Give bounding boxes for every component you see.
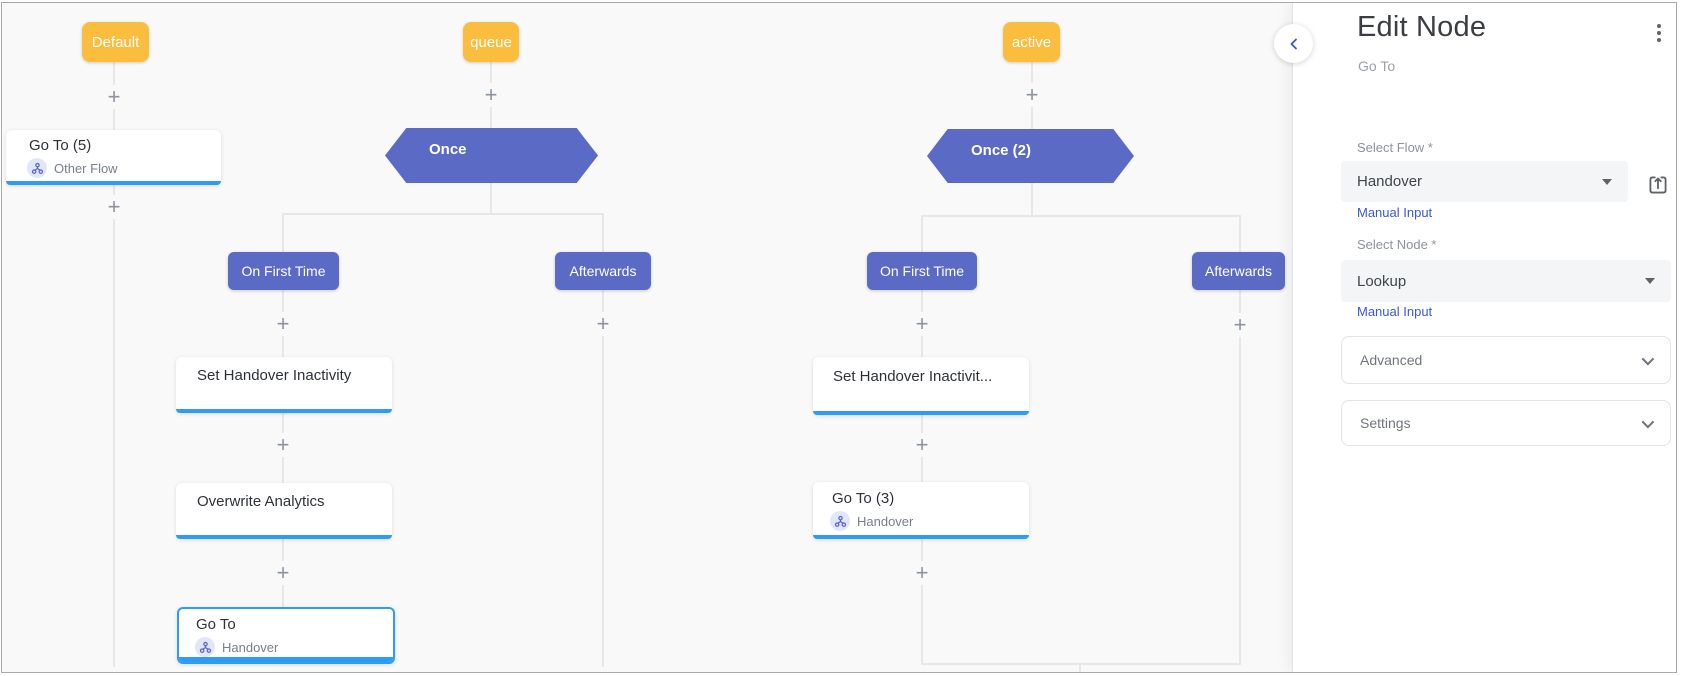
select-flow-dropdown[interactable]: Handover [1341, 161, 1628, 202]
flow-badge-active[interactable]: active [1003, 22, 1060, 62]
target-flow-label: Handover [857, 513, 914, 529]
node-card-goto-3[interactable]: Go To (3) Handover [813, 482, 1029, 539]
target-flow-chip: Other Flow [27, 158, 118, 178]
add-node-button[interactable]: + [104, 195, 124, 219]
node-card-overwrite-analytics[interactable]: Overwrite Analytics [176, 483, 392, 539]
add-node-button[interactable]: + [912, 561, 932, 585]
select-flow-value: Handover [1357, 173, 1423, 190]
chevron-left-icon [1290, 38, 1297, 49]
node-card-set-handover-inactivity-2[interactable]: Set Handover Inactivit... [813, 357, 1029, 415]
panel-collapse-button[interactable] [1274, 24, 1313, 63]
connector-line [113, 185, 115, 667]
add-node-button[interactable]: + [912, 312, 932, 336]
once-node[interactable]: Once (2) [927, 129, 1134, 183]
panel-menu-button[interactable] [1650, 20, 1668, 46]
chevron-down-icon [1641, 415, 1655, 428]
target-flow-chip: Handover [195, 637, 278, 657]
branch-on-first-time[interactable]: On First Time [867, 252, 977, 290]
select-node-label: Select Node * [1357, 237, 1437, 252]
connector-line [921, 538, 923, 665]
edit-node-panel: Edit Node Go To Select Flow * Handover M… [1292, 3, 1676, 672]
connector-line [1239, 290, 1241, 665]
node-title: Go To [196, 616, 236, 633]
add-node-button[interactable]: + [273, 561, 293, 585]
connector-line [921, 663, 1241, 665]
add-node-button[interactable]: + [104, 85, 124, 109]
node-type-label: Go To [1358, 58, 1396, 74]
manual-input-link-node[interactable]: Manual Input [1357, 304, 1433, 319]
settings-label: Settings [1360, 415, 1411, 431]
branch-on-first-time[interactable]: On First Time [228, 252, 339, 290]
advanced-section-toggle[interactable]: Advanced [1341, 336, 1671, 384]
connector-line [490, 182, 492, 215]
node-card-set-handover-inactivity[interactable]: Set Handover Inactivity [176, 357, 392, 413]
node-card-goto-5[interactable]: Go To (5) Other Flow [6, 130, 221, 185]
add-node-button[interactable]: + [1230, 313, 1250, 337]
node-card-goto-selected[interactable]: Go To Handover [177, 607, 395, 664]
settings-section-toggle[interactable]: Settings [1341, 400, 1671, 446]
select-node-value: Lookup [1357, 272, 1407, 290]
page-title: Edit Node [1357, 11, 1487, 43]
node-title: Overwrite Analytics [197, 493, 325, 510]
connector-line [1239, 215, 1241, 253]
connector-line [1031, 182, 1033, 216]
chevron-down-icon [1641, 352, 1655, 365]
add-node-button[interactable]: + [273, 433, 293, 457]
branch-afterwards[interactable]: Afterwards [1192, 252, 1285, 290]
flow-icon [27, 158, 47, 178]
connector-line [602, 213, 604, 253]
connector-line [921, 215, 923, 253]
connector-line [602, 290, 604, 667]
flow-badge-default[interactable]: Default [82, 22, 149, 62]
select-node-dropdown[interactable]: Lookup [1341, 260, 1671, 302]
target-flow-chip: Handover [830, 511, 913, 531]
manual-input-link-flow[interactable]: Manual Input [1357, 205, 1433, 220]
chevron-down-icon [1645, 278, 1655, 284]
flow-icon [830, 511, 850, 531]
connector-line [282, 213, 604, 215]
connector-line [1079, 663, 1081, 672]
target-flow-label: Handover [222, 639, 279, 655]
target-flow-label: Other Flow [54, 160, 118, 176]
advanced-label: Advanced [1360, 352, 1423, 368]
chevron-down-icon [1602, 178, 1612, 185]
node-title: Set Handover Inactivity [197, 367, 352, 384]
flow-badge-queue[interactable]: queue [463, 22, 519, 62]
once-node[interactable]: Once [385, 128, 598, 183]
connector-line [282, 213, 284, 253]
open-flow-icon[interactable] [1645, 172, 1671, 198]
node-title: Set Handover Inactivit... [833, 368, 993, 385]
select-flow-label: Select Flow * [1357, 140, 1433, 155]
connector-line [921, 215, 1241, 217]
node-title: Go To (3) [832, 490, 895, 507]
add-node-button[interactable]: + [593, 312, 613, 336]
flow-icon [195, 637, 215, 657]
add-node-button[interactable]: + [912, 433, 932, 457]
node-title: Go To (5) [29, 137, 92, 154]
add-node-button[interactable]: + [1022, 83, 1042, 107]
add-node-button[interactable]: + [273, 312, 293, 336]
add-node-button[interactable]: + [481, 83, 501, 107]
flow-canvas[interactable]: + + + + + + + + + + + + Default queue ac… [2, 3, 1293, 672]
branch-afterwards[interactable]: Afterwards [555, 252, 651, 290]
